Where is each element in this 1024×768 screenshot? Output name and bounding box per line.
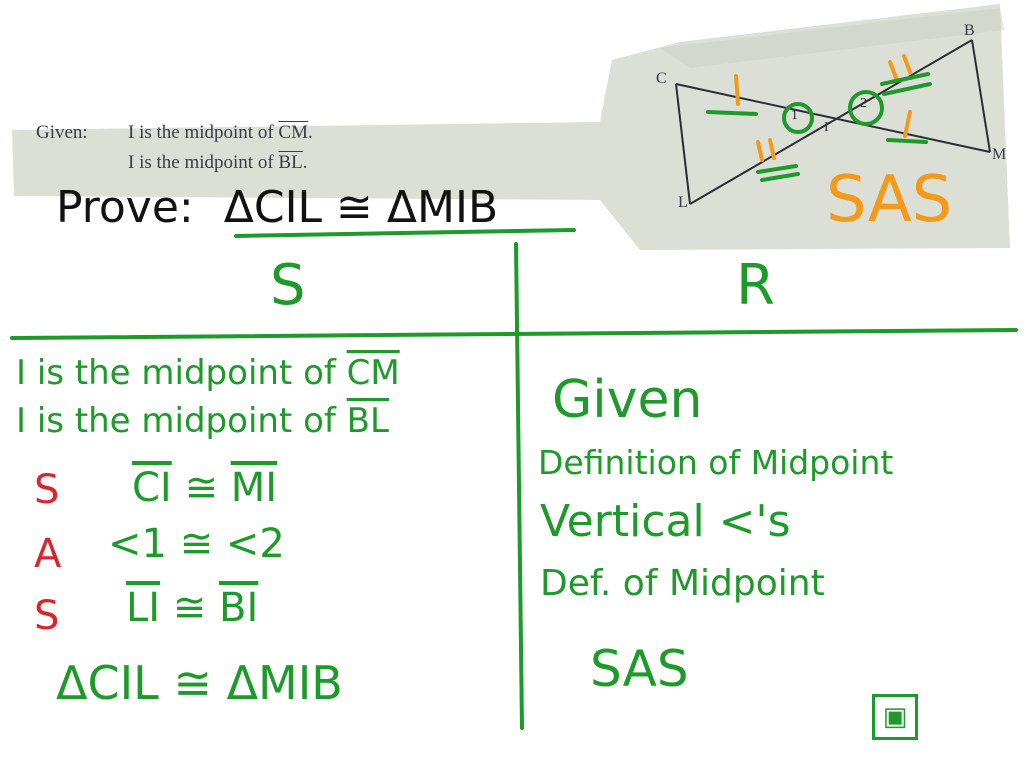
statement-segment: LI	[126, 585, 161, 631]
statement-text: <1 ≅ <2	[108, 521, 285, 567]
reason-row-3: Definition of Midpoint	[538, 443, 894, 482]
whiteboard-icon[interactable]: ▣	[872, 694, 918, 740]
statement-row-1: I is the midpoint of CM	[16, 356, 400, 390]
vertex-label-m: M	[992, 146, 1007, 163]
angle-label-1: 1	[791, 108, 798, 123]
sas-tag-s1: S	[34, 467, 60, 513]
given-line-1: Given: I is the midpoint of CM.	[36, 122, 313, 152]
given-text-1: I is the midpoint of	[128, 122, 279, 143]
table-vertical-divider	[514, 242, 524, 730]
statement-segment: CM	[346, 353, 400, 393]
reason-row-1: Given	[552, 370, 703, 430]
given-label: Given:	[36, 122, 88, 143]
prove-underline	[234, 228, 576, 238]
reason-row-6: SAS	[590, 640, 689, 698]
vertex-label-c: C	[656, 70, 667, 87]
given-period-1: .	[307, 122, 313, 143]
given-text-2: I is the midpoint of	[128, 152, 279, 173]
given-segment-2: BL	[278, 152, 303, 173]
statement-segment: BI	[219, 585, 259, 631]
vertex-label-l: L	[678, 194, 688, 211]
reason-row-5: Def. of Midpoint	[540, 563, 825, 604]
given-block: Given: I is the midpoint of CM. I is the …	[36, 122, 313, 182]
prove-line: Prove:ΔCIL ≅ ΔMIB	[56, 186, 498, 230]
green-marks	[706, 72, 932, 182]
figure-method-label: SAS	[826, 163, 953, 237]
reason-row-4: Vertical <'s	[540, 496, 791, 547]
statement-segment: CI	[132, 465, 172, 511]
given-period-2: .	[302, 152, 308, 173]
given-segment-1: CM	[278, 122, 308, 143]
statement-text: I is the midpoint of	[16, 353, 347, 393]
textbook-photo	[12, 4, 1010, 250]
vertex-label-i: I	[824, 120, 829, 135]
given-line-2: I is the midpoint of BL.	[36, 152, 313, 182]
statement-text: I is the midpoint of	[16, 401, 347, 441]
statement-segment: MI	[230, 465, 277, 511]
statement-text: ≅	[171, 465, 231, 511]
angle-label-2: 2	[860, 96, 867, 111]
prove-prefix: Prove:	[56, 182, 194, 233]
vertex-label-b: B	[964, 22, 975, 39]
statement-row-5: LI ≅ BI	[126, 588, 258, 628]
statement-text: ΔCIL ≅ ΔMIB	[56, 656, 343, 710]
statement-row-6: ΔCIL ≅ ΔMIB	[56, 660, 343, 706]
statement-row-2: I is the midpoint of BL	[16, 404, 389, 438]
statement-segment: BL	[346, 401, 389, 441]
triangle-figure	[675, 39, 991, 205]
prove-statement: ΔCIL ≅ ΔMIB	[223, 182, 499, 233]
header-reasons: R	[736, 253, 775, 318]
statement-text: ≅	[160, 585, 220, 631]
sas-tag-s2: S	[34, 593, 60, 639]
sas-tag-a: A	[34, 531, 62, 577]
statement-row-4: <1 ≅ <2	[108, 524, 285, 564]
congruence-ticks	[734, 54, 912, 162]
statement-row-3: CI ≅ MI	[132, 468, 277, 508]
table-header-divider	[10, 328, 1018, 340]
paper-shape	[12, 4, 1010, 250]
header-statements: S	[270, 253, 306, 318]
